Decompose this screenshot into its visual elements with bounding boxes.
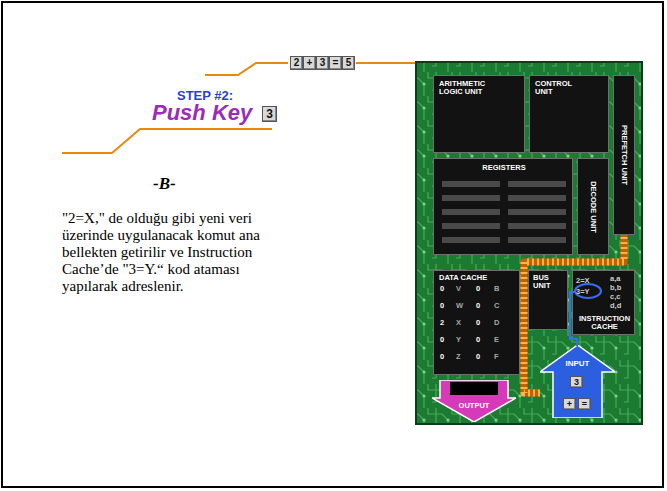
cache-entry: b,b bbox=[610, 283, 621, 292]
block-label: BUS UNIT bbox=[533, 274, 565, 291]
highlight-ring bbox=[575, 284, 601, 298]
key-cap: = bbox=[578, 398, 591, 410]
register-bars bbox=[434, 159, 574, 256]
key-cap: = bbox=[329, 56, 342, 70]
block-label: ARITHMETIC LOGIC UNIT bbox=[439, 80, 499, 97]
key-cap: 3 bbox=[262, 106, 277, 122]
cache-cell: D bbox=[494, 318, 499, 327]
cache-cell: 0 bbox=[440, 284, 444, 293]
block-label: DECODE UNIT bbox=[589, 181, 597, 233]
alu-block: ARITHMETIC LOGIC UNIT bbox=[433, 75, 525, 153]
cache-cell: W bbox=[456, 301, 463, 310]
cache-cell: 0 bbox=[476, 284, 480, 293]
cache-cell: X bbox=[456, 318, 461, 327]
key-cap: + bbox=[303, 56, 316, 70]
explanation-text: "2=X," de olduğu gibi yeni veri üzerinde… bbox=[62, 210, 294, 295]
block-label: DATA CACHE bbox=[439, 274, 516, 282]
cache-cell: V bbox=[456, 284, 461, 293]
orange-rule bbox=[62, 129, 272, 153]
block-label: REGISTERS bbox=[434, 164, 574, 172]
decode-block: DECODE UNIT bbox=[577, 158, 609, 255]
cache-cell: 0 bbox=[440, 335, 444, 344]
prefetch-block: PREFETCH UNIT bbox=[613, 75, 635, 235]
cache-cell: F bbox=[494, 352, 499, 361]
cache-entry: 3=Y bbox=[576, 287, 590, 296]
block-label: CONTROL UNIT bbox=[535, 80, 585, 97]
block-label: INPUT bbox=[557, 360, 598, 369]
circuit-board bbox=[416, 62, 642, 424]
key-cap: 3 bbox=[570, 376, 583, 388]
cache-cell: 2 bbox=[440, 318, 444, 327]
arrow-shape bbox=[432, 380, 516, 422]
cache-cell: 0 bbox=[476, 318, 480, 327]
block-label: OUTPUT bbox=[449, 402, 499, 410]
cache-entry: a,a bbox=[610, 274, 620, 283]
cache-cell: C bbox=[494, 301, 499, 310]
orange-rule bbox=[205, 63, 288, 75]
cache-cell: 0 bbox=[476, 352, 480, 361]
block-label: INSTRUCTION CACHE bbox=[575, 315, 634, 332]
leader-line bbox=[570, 292, 577, 346]
key-cap: 3 bbox=[316, 56, 329, 70]
step-action: Push Key bbox=[152, 100, 252, 126]
registers-block: REGISTERS bbox=[433, 158, 573, 255]
control-block: CONTROL UNIT bbox=[529, 75, 609, 153]
cache-cell: 0 bbox=[440, 352, 444, 361]
key-cap: + bbox=[563, 398, 576, 410]
cache-cell: 0 bbox=[476, 301, 480, 310]
cache-cell: 0 bbox=[440, 301, 444, 310]
cache-cell: E bbox=[494, 335, 499, 344]
section-letter: -B- bbox=[153, 174, 176, 194]
output-arrow: OUTPUT bbox=[432, 380, 516, 422]
bus-unit-block: BUS UNIT bbox=[528, 270, 568, 330]
cache-cell: 0 bbox=[476, 335, 480, 344]
cache-entry: d,d bbox=[610, 301, 621, 310]
block-label: PREFETCH UNIT bbox=[620, 125, 628, 185]
cache-entry: 2=X bbox=[576, 276, 590, 285]
cache-cell: Y bbox=[456, 335, 461, 344]
key-cap: 5 bbox=[342, 56, 355, 70]
board-traces bbox=[417, 63, 641, 423]
cache-cell: Z bbox=[456, 352, 461, 361]
cache-cell: B bbox=[494, 284, 499, 293]
cache-entry: c,c bbox=[610, 292, 620, 301]
key-cap: 2 bbox=[290, 56, 303, 70]
